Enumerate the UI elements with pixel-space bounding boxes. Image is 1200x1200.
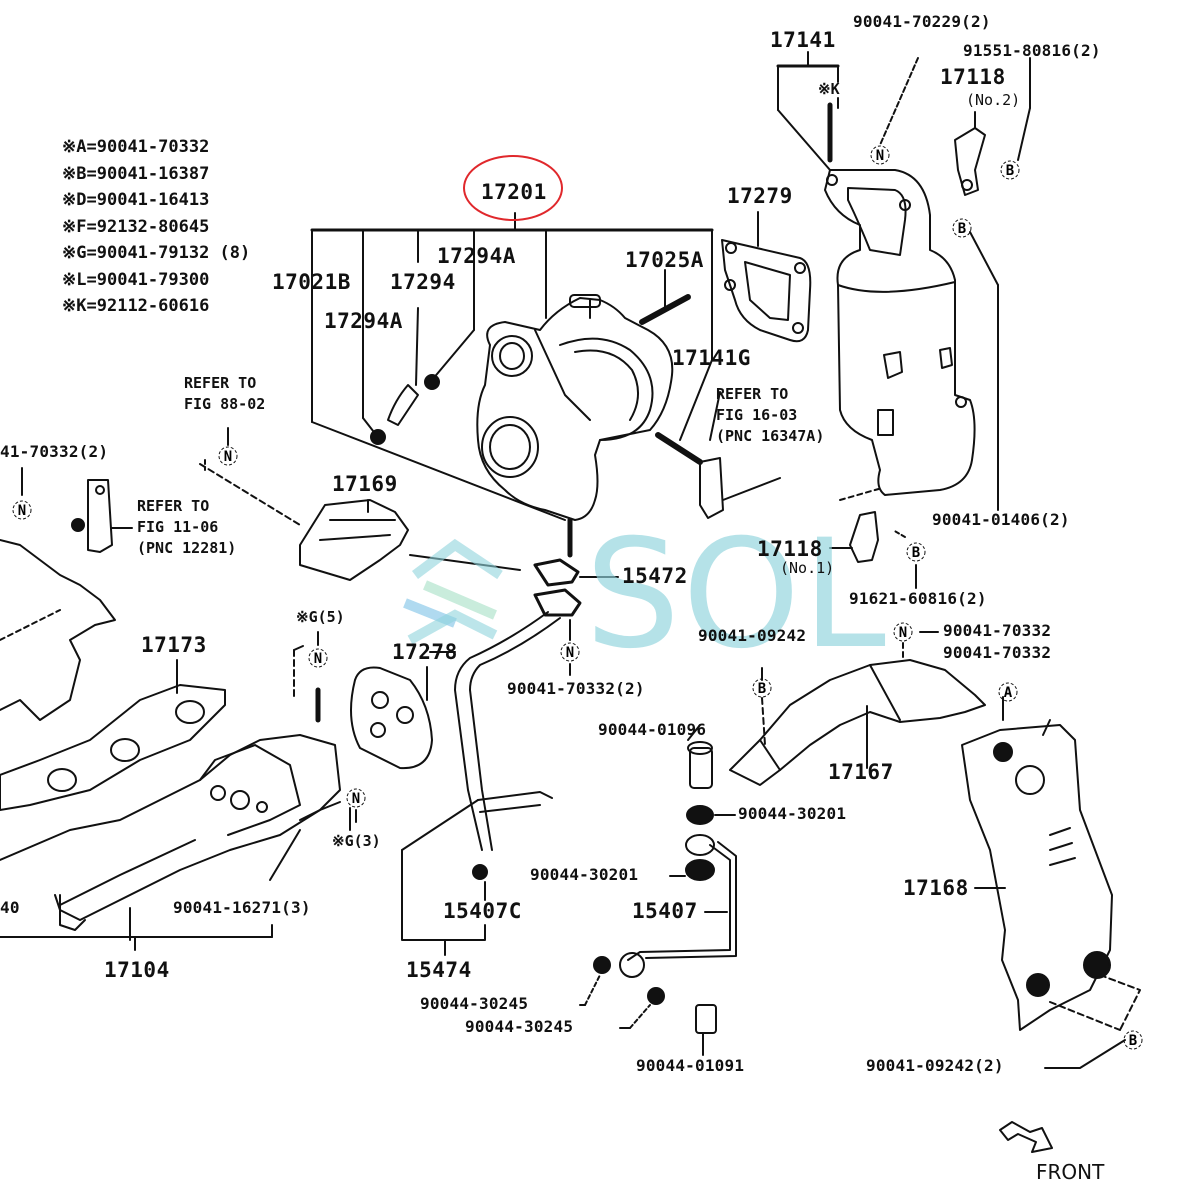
exhaust-manifold-17104 (0, 734, 351, 951)
part-sublabel-no2: (No.2) (966, 91, 1021, 109)
catalytic-converter (824, 102, 976, 496)
part-label-17025A[interactable]: 17025A (625, 248, 704, 272)
stud-17025A (639, 294, 691, 325)
part-label-90041-70229[interactable]: 90041-70229(2) (853, 12, 991, 31)
heat-insulator-17167 (729, 631, 986, 786)
part-label-90041-70332-a[interactable]: 90041-70332 (943, 621, 1052, 640)
leader-refer-88-02 (204, 427, 229, 471)
highlight-circle (463, 155, 563, 221)
part-label-17167[interactable]: 17167 (828, 760, 894, 784)
part-label-90041-09242-2[interactable]: 90041-09242(2) (866, 1056, 1004, 1075)
part-label-17294A-top[interactable]: 17294A (437, 244, 516, 268)
legend-row: ※F=92132-80645 (62, 216, 210, 237)
part-label-90041-16271[interactable]: 90041-16271(3) (173, 898, 311, 917)
part-label-17279[interactable]: 17279 (727, 184, 793, 208)
part-label-17169[interactable]: 17169 (332, 472, 398, 496)
part-label-90044-30201-a[interactable]: 90044-30201 (738, 804, 847, 823)
part-label-90044-30245-a[interactable]: 90044-30245 (420, 994, 529, 1013)
part-label-91551-80816[interactable]: 91551-80816(2) (963, 41, 1101, 60)
refer-note-fig-88-02[interactable]: REFER TO FIG 88-02 (184, 373, 265, 415)
part-label-17294[interactable]: 17294 (390, 270, 456, 294)
part-label-41-70332[interactable]: 41-70332(2) (0, 442, 109, 461)
engine-block-outline (0, 539, 116, 721)
fastener-mark-g3: ※G(3) (332, 832, 381, 850)
part-label-17168[interactable]: 17168 (903, 876, 969, 900)
part-label-90041-70332-b[interactable]: 90041-70332 (943, 643, 1052, 662)
part-label-17021B[interactable]: 17021B (272, 270, 351, 294)
front-direction-arrow (999, 1121, 1053, 1153)
part-label-17278[interactable]: 17278 (392, 640, 458, 664)
hose-17294 (370, 374, 440, 445)
legend-row: ※D=90041-16413 (62, 190, 210, 210)
front-label: FRONT (1036, 1160, 1105, 1184)
turbocharger-17201 (476, 294, 674, 558)
part-sublabel-no1: (No.1) (780, 559, 835, 577)
gasket-17278 (350, 666, 433, 770)
refer-note-line: REFER TO (716, 385, 789, 403)
stud-group-g5 (293, 631, 321, 723)
part-label-17104[interactable]: 17104 (104, 958, 170, 982)
part-label-90044-01091[interactable]: 90044-01091 (636, 1056, 745, 1075)
part-label-17201[interactable]: 17201 (481, 180, 547, 204)
part-label-91621-60816[interactable]: 91621-60816(2) (849, 589, 987, 608)
refer-note-line: REFER TO (184, 374, 257, 392)
leader-17201-bracket (310, 212, 714, 521)
gasket-17173 (0, 659, 226, 811)
refer-note-fig-16-03[interactable]: REFER TO FIG 16-03 (PNC 16347A) (716, 384, 824, 447)
part-label-15407[interactable]: 15407 (632, 899, 698, 923)
part-label-90044-30201-b[interactable]: 90044-30201 (530, 865, 639, 884)
bracket-refer-11-06 (21, 467, 133, 553)
part-label-17118-no2[interactable]: 17118 (940, 65, 1006, 89)
watermark-logo-mark (403, 538, 503, 645)
part-label-17141[interactable]: 17141 (770, 28, 836, 52)
oil-pipe-15474 (401, 611, 561, 956)
bracket-17118-no2 (954, 57, 1031, 511)
oil-pipe-15407 (579, 724, 737, 1056)
part-label-15474[interactable]: 15474 (406, 958, 472, 982)
refer-note-line: FIG 11-06 (137, 518, 219, 536)
legend-row: ※A=90041-70332 (62, 137, 210, 157)
legend-row: ※K=92112-60616 (62, 296, 210, 316)
manifold-stay-17169 (199, 463, 521, 581)
part-label-40-partial[interactable]: 40 (0, 898, 20, 917)
fastener-mark-k: ※K (818, 80, 840, 98)
legend-row: ※L=90041-79300 (62, 269, 210, 290)
refer-note-line: FIG 88-02 (184, 395, 266, 413)
leader-17141-bracket (776, 51, 919, 171)
refer-note-line: (PNC 12281) (137, 539, 237, 557)
fastener-legend: ※A=90041-70332 ※B=90041-16387 ※D=90041-1… (62, 134, 250, 320)
part-label-90041-70332-2[interactable]: 90041-70332(2) (507, 679, 645, 698)
refer-note-line: FIG 16-03 (716, 406, 798, 424)
watermark: SOL (585, 508, 888, 682)
part-label-15472[interactable]: 15472 (622, 564, 688, 588)
gasket-15472 (533, 558, 619, 676)
legend-row: ※G=90041-79132 (8) (62, 243, 251, 263)
part-label-90041-01406[interactable]: 90041-01406(2) (932, 510, 1070, 529)
stud-17141G (655, 432, 703, 465)
part-label-17118-no1[interactable]: 17118 (757, 537, 823, 561)
bracket-17118-no1 (829, 487, 917, 589)
part-label-90044-01096[interactable]: 90044-01096 (598, 720, 707, 739)
legend-row: ※B=90041-16387 (62, 163, 210, 184)
gasket-17279 (721, 211, 812, 343)
bracket-refer-16-03 (699, 391, 781, 519)
heat-insulator-17168 (961, 696, 1141, 1069)
part-label-17294A-low[interactable]: 17294A (324, 309, 403, 333)
part-label-17141G[interactable]: 17141G (672, 346, 751, 370)
part-label-17173[interactable]: 17173 (141, 633, 207, 657)
fastener-mark-g5: ※G(5) (296, 608, 345, 626)
part-label-15407C[interactable]: 15407C (443, 899, 522, 923)
refer-note-line: REFER TO (137, 497, 210, 515)
part-label-90044-30245-b[interactable]: 90044-30245 (465, 1017, 574, 1036)
refer-note-fig-11-06[interactable]: REFER TO FIG 11-06 (PNC 12281) (137, 496, 236, 559)
refer-note-line: (PNC 16347A) (716, 427, 825, 445)
part-label-90041-09242[interactable]: 90041-09242 (698, 626, 807, 645)
